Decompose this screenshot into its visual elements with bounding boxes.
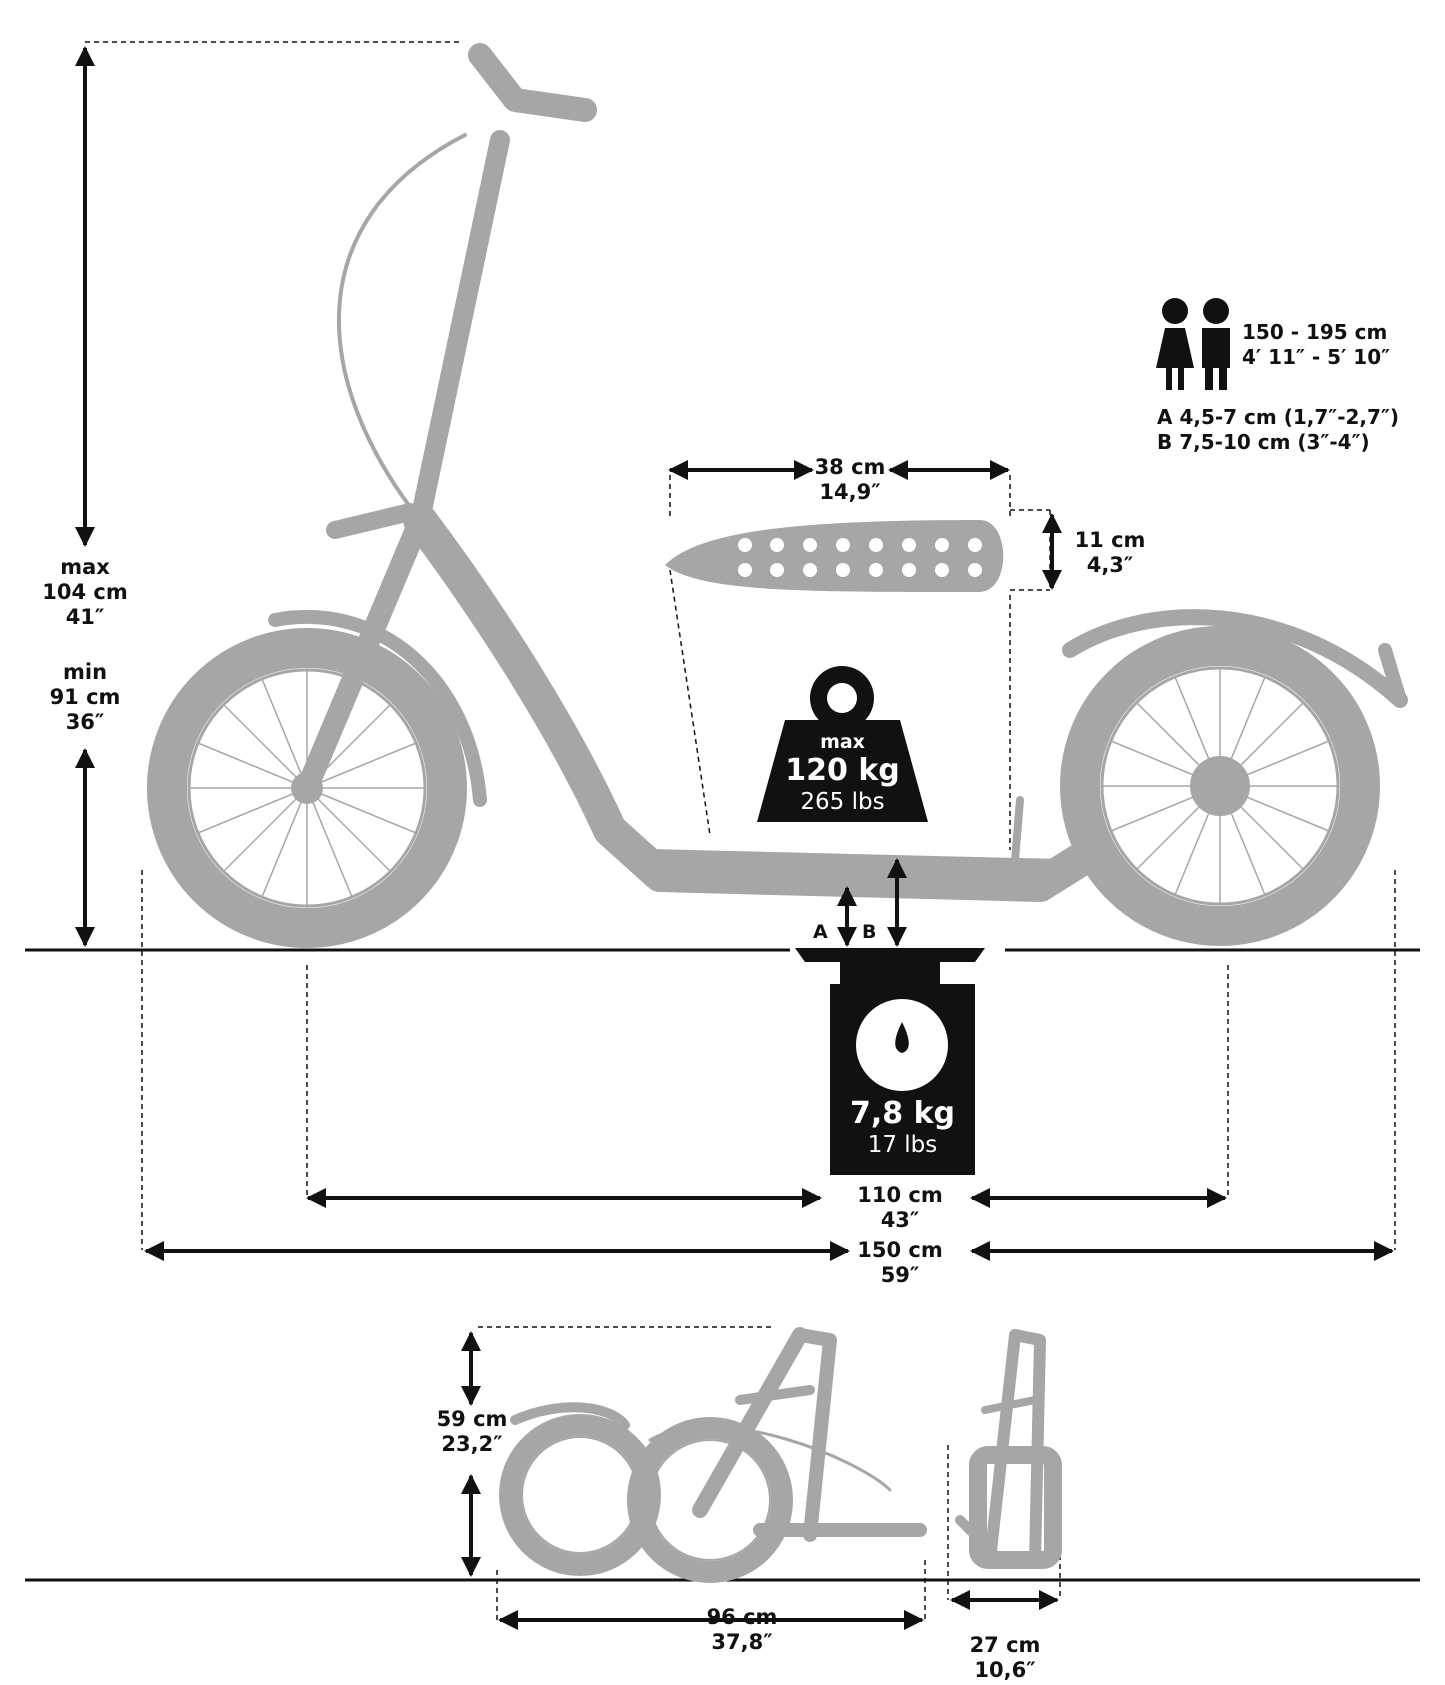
folded-height-cm: 59 cm <box>436 1407 508 1431</box>
overall-length-cm: 150 cm <box>857 1238 943 1262</box>
handlebar <box>468 43 597 122</box>
scale-icon <box>795 948 985 1175</box>
max-load-lbs: 265 lbs <box>800 789 885 815</box>
weight-lbs: 17 lbs <box>867 1132 938 1158</box>
woman-icon <box>1156 298 1194 390</box>
folded-scooter-front <box>955 1329 1062 1569</box>
overall-length-label: 150 cm 59″ <box>830 1238 970 1288</box>
folded-length-cm: 96 cm <box>706 1605 778 1629</box>
frame <box>403 503 1097 902</box>
deck-length-in: 14,9″ <box>819 480 881 504</box>
deck-width-in: 4,3″ <box>1086 553 1134 577</box>
folded-height-label: 59 cm 23,2″ <box>432 1407 512 1457</box>
height-label: max 104 cm 41″ min 91 cm 36″ <box>40 555 130 735</box>
height-max-label: max <box>60 555 110 579</box>
folded-scooter-side <box>499 1327 927 1583</box>
front-fender <box>268 609 487 807</box>
wheelbase-in: 43″ <box>880 1208 920 1232</box>
deck-length-label: 38 cm 14,9″ <box>800 455 900 505</box>
rear-wheel <box>1060 626 1380 946</box>
wheelbase-label: 110 cm 43″ <box>830 1183 970 1233</box>
max-load-label: max 120 kg 265 lbs <box>770 730 915 816</box>
weight-kg: 7,8 kg <box>849 1096 955 1131</box>
dimension-arrows <box>75 46 1394 1630</box>
fold-lever <box>326 503 419 539</box>
clearance-marker-a: A <box>813 921 828 943</box>
overall-length-in: 59″ <box>880 1263 920 1287</box>
guide-lines <box>85 41 1396 1620</box>
height-max-cm: 104 cm <box>42 580 128 604</box>
deck-width-label: 11 cm 4,3″ <box>1065 528 1155 578</box>
kickstand <box>1011 796 1024 864</box>
deck-width-cm: 11 cm <box>1074 528 1146 552</box>
height-max-in: 41″ <box>65 605 105 629</box>
folded-length-label: 96 cm 37,8″ <box>672 1605 812 1655</box>
clearance-specs: A 4,5-7 cm (1,7″-2,7″) B 7,5-10 cm (3″-4… <box>1157 405 1399 455</box>
deck-top-view <box>665 520 1004 592</box>
rear-fender <box>1062 609 1408 708</box>
clearance-spec-b: B 7,5-10 cm (3″-4″) <box>1157 430 1370 454</box>
folded-length-in: 37,8″ <box>711 1630 773 1654</box>
rider-height-cm: 150 - 195 cm <box>1242 320 1388 344</box>
height-min-label: min <box>62 660 108 684</box>
brake-cable <box>336 133 467 522</box>
front-wheel <box>147 628 467 948</box>
weight-label: 7,8 kg 17 lbs <box>830 1097 975 1159</box>
max-load-kg: 120 kg <box>785 753 900 788</box>
max-load-max: max <box>820 731 865 753</box>
deck-length-cm: 38 cm <box>814 455 886 479</box>
fork <box>296 509 431 799</box>
rider-height-label: 150 - 195 cm 4′ 11″ - 5′ 10″ <box>1242 320 1390 370</box>
folded-width-label: 27 cm 10,6″ <box>955 1633 1055 1683</box>
man-icon <box>1202 298 1230 390</box>
clearance-spec-a: A 4,5-7 cm (1,7″-2,7″) <box>1157 405 1400 429</box>
steering-tube <box>410 130 510 530</box>
height-min-cm: 91 cm <box>49 685 121 709</box>
folded-height-in: 23,2″ <box>441 1432 503 1456</box>
folded-width-cm: 27 cm <box>969 1633 1041 1657</box>
folded-width-in: 10,6″ <box>974 1658 1036 1682</box>
deck <box>639 849 1071 881</box>
wheelbase-cm: 110 cm <box>857 1183 943 1207</box>
rider-height-ft: 4′ 11″ - 5′ 10″ <box>1242 345 1391 369</box>
weight-icon <box>757 666 928 822</box>
height-min-in: 36″ <box>65 710 105 734</box>
clearance-marker-b: B <box>862 921 877 943</box>
scooter-silhouette <box>147 43 1408 948</box>
